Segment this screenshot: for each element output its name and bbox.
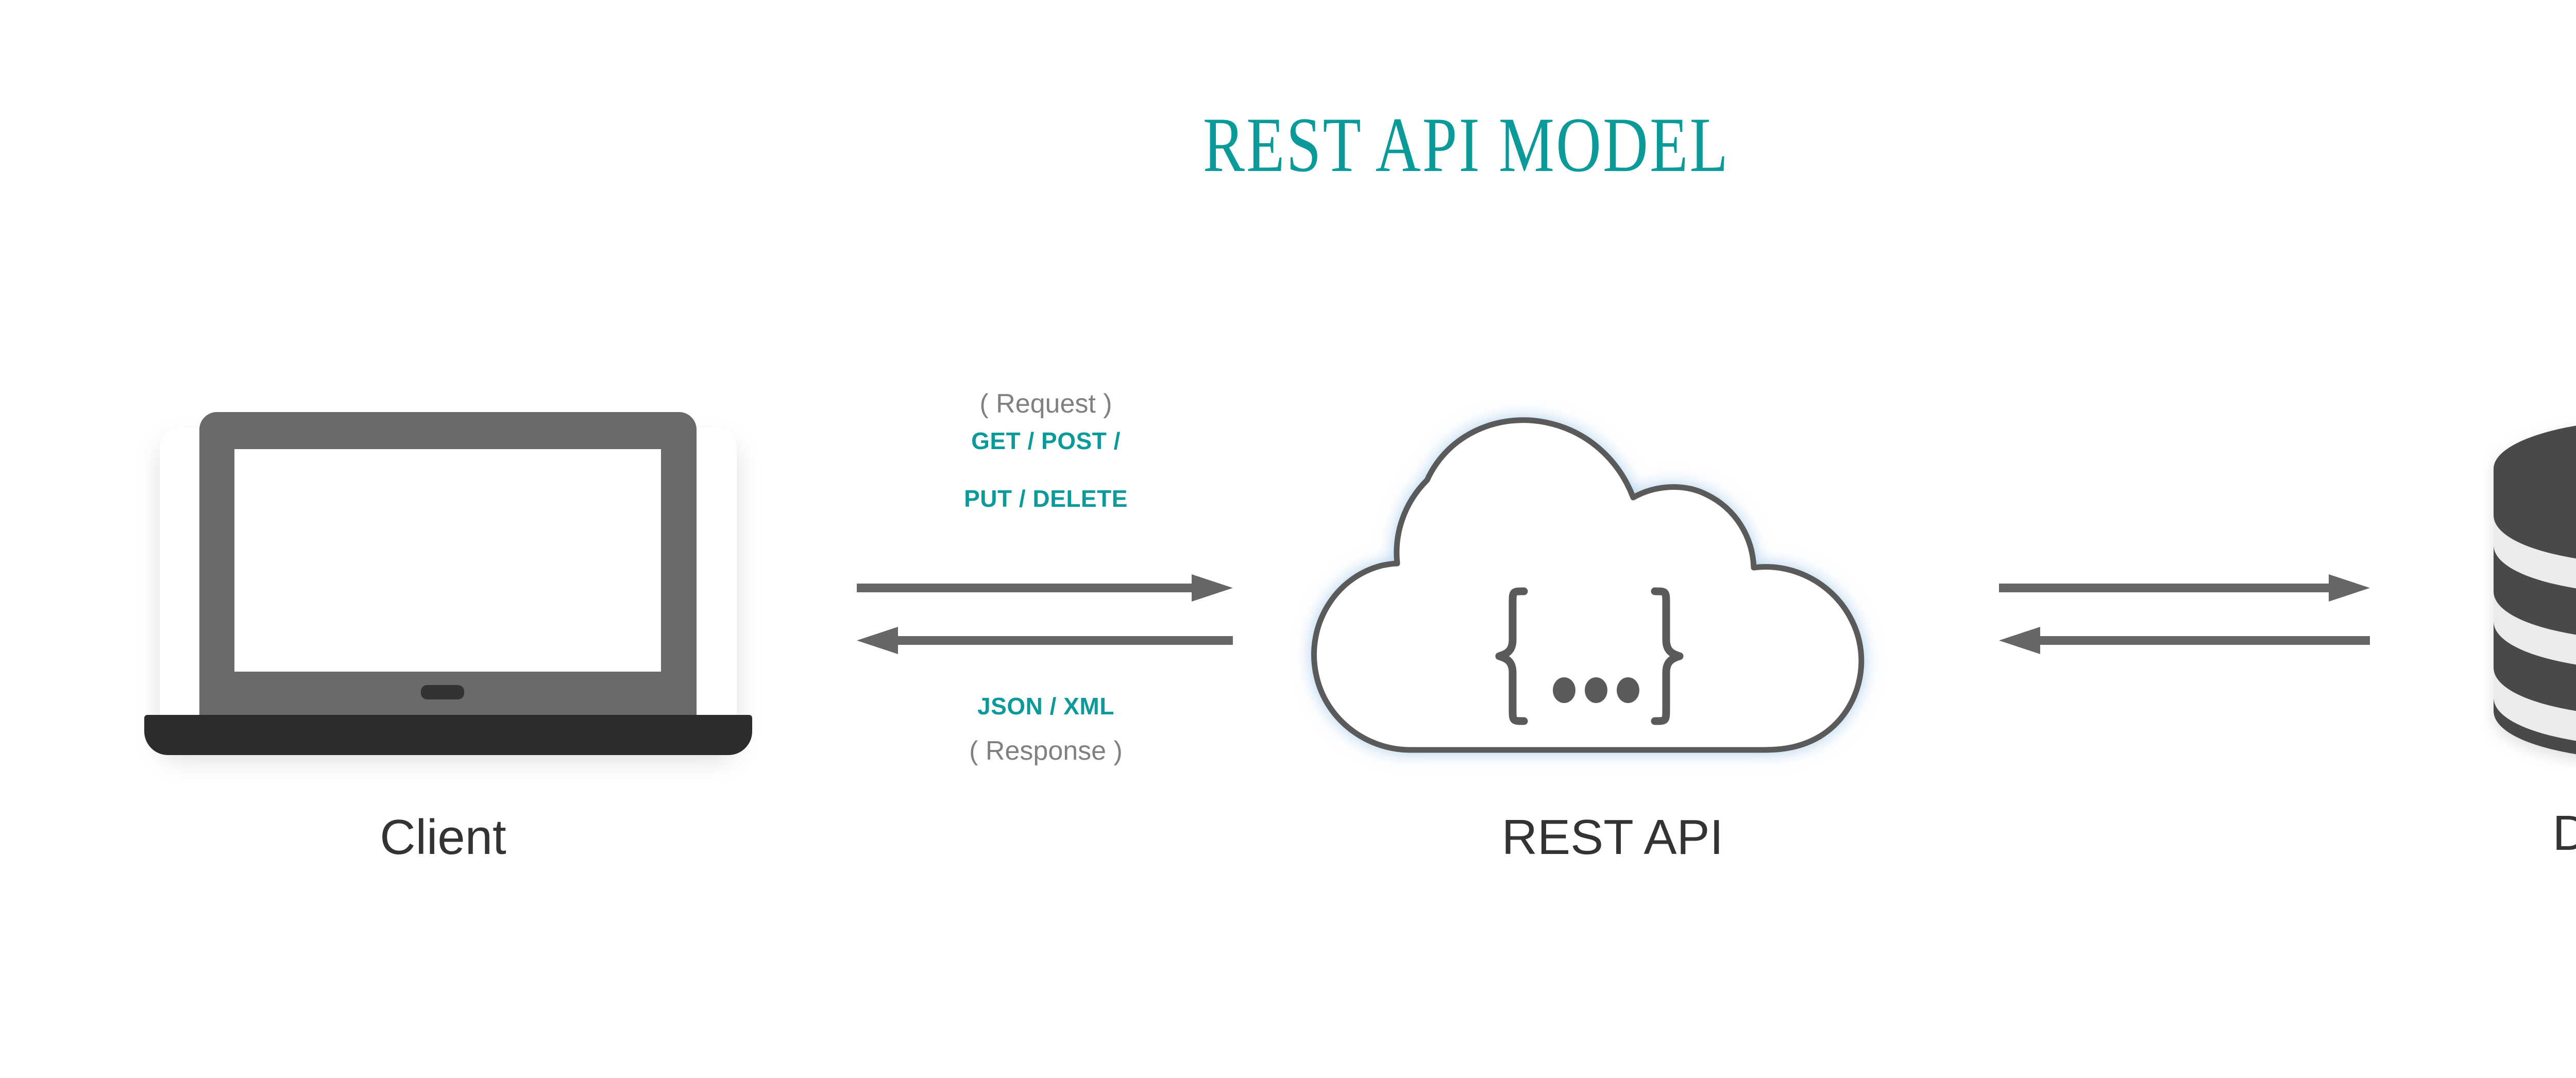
database-cylinder-icon [2483,412,2576,767]
arrow-right-icon [857,574,1233,602]
laptop-base [144,715,752,755]
api-database-arrows [1999,564,2370,667]
cloud-outline [1311,417,1865,753]
page-title: REST API MODEL [1202,101,1730,188]
arrow-left-icon [1999,627,2370,654]
client-node-label: Client [380,810,506,865]
rest-api-node-label: REST API [1501,810,1724,865]
laptop-screen [234,449,661,672]
database-bands [2494,515,2576,741]
arrow-left-icon [857,627,1233,654]
laptop-lid [199,412,697,721]
response-label: ( Response ) [969,736,1123,766]
curly-brace-right [1651,587,1684,725]
laptop-icon [144,412,752,767]
http-methods-line-1: GET / POST / [971,427,1121,454]
cloud-icon [1273,402,1906,773]
request-label: ( Request ) [979,389,1112,419]
laptop-notch [421,685,464,699]
http-methods-line-2: PUT / DELETE [964,485,1128,512]
arrow-right-icon [1999,574,2370,602]
database-body [2494,425,2576,755]
curly-brace-left [1495,587,1528,725]
database-node-label: Database [2552,806,2576,861]
ellipsis-dots [1553,677,1639,703]
client-api-arrows [857,564,1233,667]
response-formats-label: JSON / XML [977,693,1114,720]
